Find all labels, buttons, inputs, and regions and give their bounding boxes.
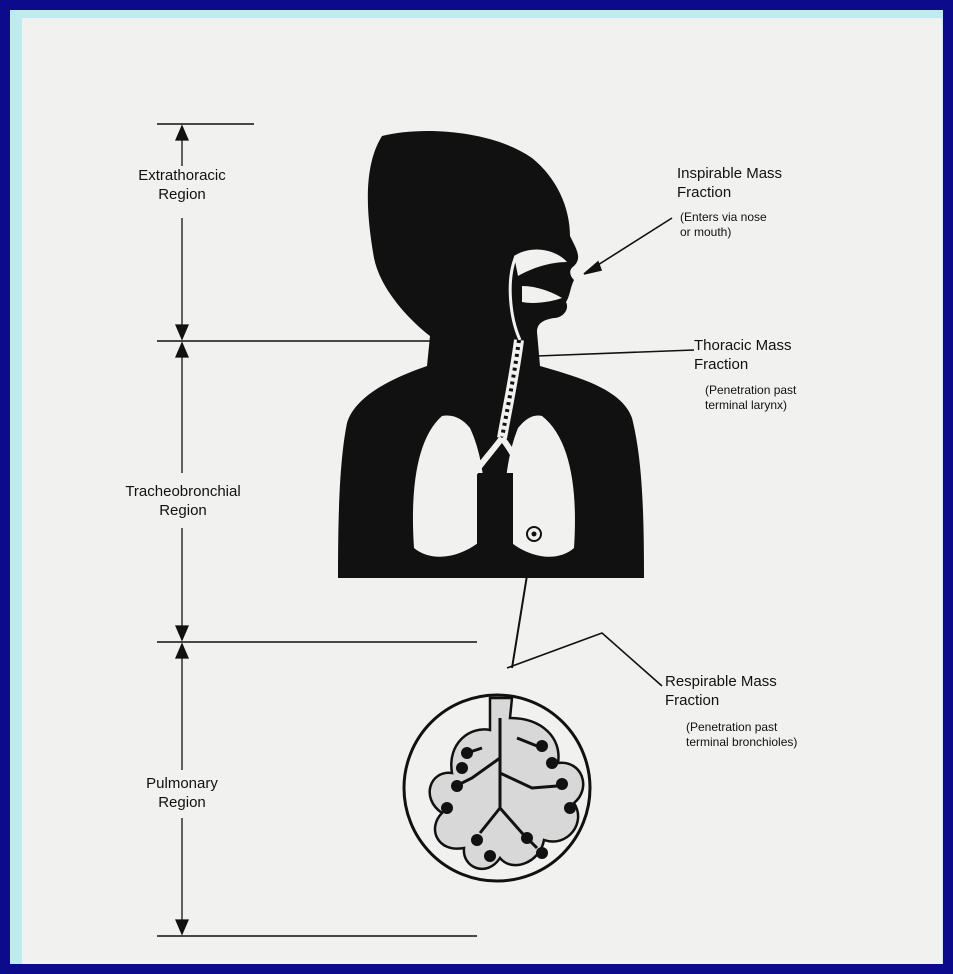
fraction-thoracic: Thoracic Mass Fraction: [694, 336, 792, 374]
bronchiole-dot: [532, 532, 537, 537]
note-respirable: (Penetration past terminal bronchioles): [686, 720, 797, 750]
fraction-respirable: Respirable Mass Fraction: [665, 672, 777, 710]
fraction-inspirable: Inspirable Mass Fraction: [677, 164, 782, 202]
region-tracheobronchial: Tracheobronchial Region: [102, 482, 264, 520]
region-extrathoracic: Extrathoracic Region: [124, 166, 240, 204]
heart-area: [477, 473, 513, 563]
dimension-arrows: [176, 126, 188, 934]
note-thoracic: (Penetration past terminal larynx): [705, 383, 796, 413]
diagram-page: Extrathoracic Region Tracheobronchial Re…: [22, 18, 942, 964]
note-inspirable: (Enters via nose or mouth): [680, 210, 767, 240]
region-pulmonary: Pulmonary Region: [132, 774, 232, 812]
magnify-link: [512, 563, 529, 668]
